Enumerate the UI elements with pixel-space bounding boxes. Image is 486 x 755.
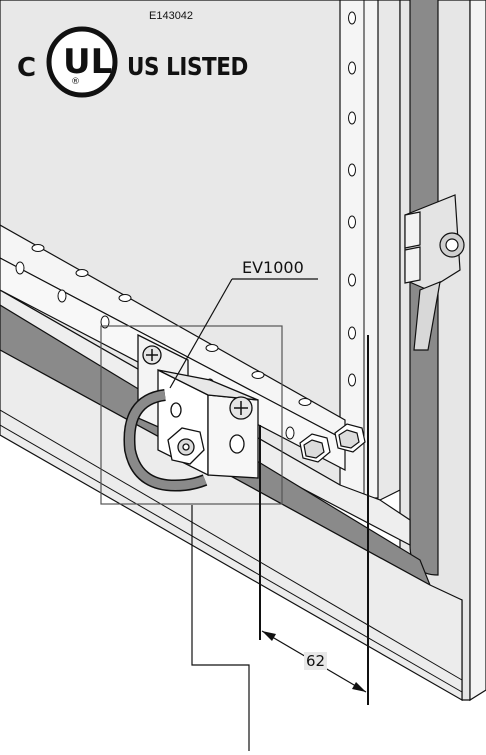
part-label: EV1000: [242, 258, 304, 277]
ul-letters: UL: [63, 42, 112, 82]
ul-logo: UL ®: [44, 24, 120, 100]
ul-c-mark: C: [17, 53, 37, 83]
door-hinge: [404, 194, 465, 351]
vertical-mounting-rail: [339, 0, 379, 499]
dimension-label: 62: [304, 652, 328, 670]
door-frame-outer-edge: [469, 0, 486, 702]
bottom-frame-crease-2: [0, 424, 463, 693]
hex-nuts: [299, 423, 366, 463]
bracket-nut: [167, 427, 205, 465]
ul-logo-graphic: [46, 26, 118, 98]
ground-strap-fill: [124, 390, 207, 491]
dimension-arrow-left: [262, 631, 276, 641]
ul-registered-mark: ®: [71, 77, 80, 87]
detail-leader: [191, 505, 250, 751]
dimension-arrow-right: [352, 682, 366, 692]
callout-leader: [169, 278, 233, 389]
ul-logo-letters: UL ®: [63, 42, 112, 87]
ul-listed-text: US LISTED: [127, 52, 248, 81]
ul-file-number: E143042: [149, 10, 194, 22]
bottom-frame-crease-1: [0, 409, 463, 681]
detail-highlight-box: [100, 325, 283, 505]
vertical-rail-slot-holes: [348, 11, 356, 387]
